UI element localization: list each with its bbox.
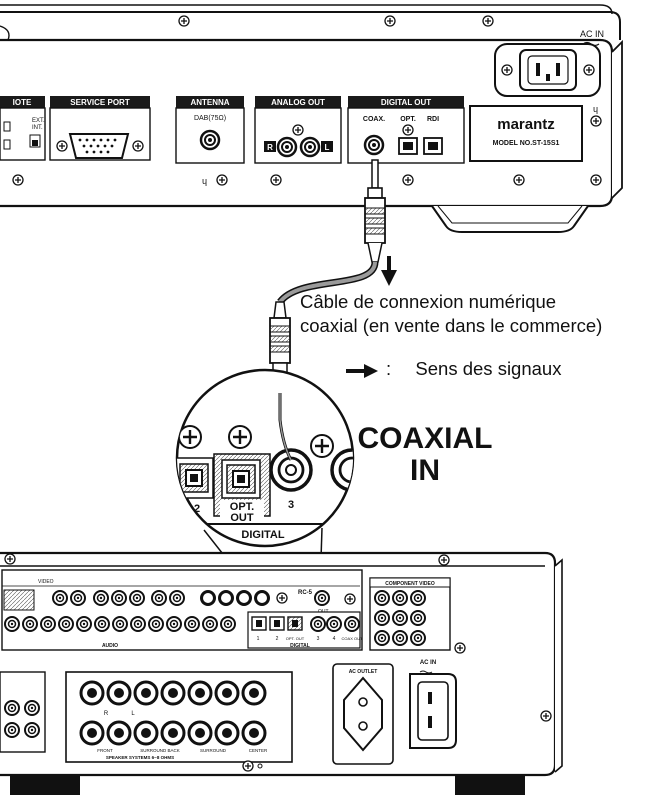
ground-icon: ɥ [202, 176, 207, 186]
analog-out-label: ANALOG OUT [271, 98, 325, 107]
svg-text:AUDIO: AUDIO [102, 643, 118, 649]
opt-out-label: OPT. [230, 501, 254, 513]
antenna-label: ANTENNA [190, 98, 229, 107]
screw-icon [384, 15, 396, 27]
coaxial-in-line1: COAXIAL [357, 422, 493, 455]
remote-label: IOTE [13, 98, 32, 107]
receiver-ac-in: AC IN [409, 660, 457, 749]
svg-text:CENTER: CENTER [249, 748, 268, 753]
coaxial-in-title: COAXIAL IN [350, 423, 500, 487]
cable-caption-line1: Câble de connexion numérique [300, 291, 557, 312]
service-port-label: SERVICE PORT [70, 98, 130, 107]
analog-r-jack-icon [276, 136, 298, 158]
svg-text:COMPONENT VIDEO: COMPONENT VIDEO [385, 581, 435, 587]
svg-text:FRONT: FRONT [97, 748, 113, 753]
coaxial-cable [269, 159, 386, 394]
svg-text:L: L [131, 711, 135, 717]
svg-text:SURROUND BACK: SURROUND BACK [140, 748, 180, 753]
model-badge: marantz MODEL NO.ST-15S1 ɥ [469, 104, 602, 162]
jack-3-label: 3 [288, 499, 294, 511]
ac-in-label: AC IN [580, 29, 604, 39]
svg-text:AC OUTLET: AC OUTLET [349, 669, 378, 675]
svg-text:INT.: INT. [32, 125, 43, 131]
screw-icon [178, 15, 190, 27]
jack-2-label: 2 [194, 503, 200, 515]
coaxial-in-line2: IN [410, 454, 440, 487]
signal-direction-arrow-icon [381, 256, 397, 286]
ac-inlet: AC IN [494, 29, 604, 97]
svg-text:EXT.: EXT. [32, 118, 45, 124]
svg-text:2: 2 [276, 636, 279, 642]
brand-logo: marantz [497, 116, 555, 133]
zoom-detail: 2 OPT. OUT 3 DIGITAL [175, 368, 355, 548]
coax-label: COAX. [363, 116, 385, 123]
input-jack-rows: VIDEO RC-5 OUT [1, 569, 363, 651]
cable-caption: Câble de connexion numérique coaxial (en… [300, 290, 602, 338]
antenna-jack-icon [199, 129, 221, 151]
digital-label: DIGITAL [241, 529, 284, 541]
coax-out-jack-icon [363, 134, 385, 156]
ground-icon: ɥ [593, 104, 598, 114]
legend-arrow-icon [346, 364, 378, 378]
analog-out-section: ANALOG OUT R L [254, 96, 342, 186]
svg-text:SURROUND: SURROUND [200, 748, 227, 753]
speaker-terminals: R L FRONT SURROUND BACK SURROUND CENTER … [65, 671, 293, 763]
svg-text:OPT. OUT: OPT. OUT [286, 636, 305, 641]
service-port-section: SERVICE PORT [49, 96, 151, 161]
cable-caption-line2: coaxial (en vente dans le commerce) [300, 315, 603, 336]
digital-out-section: DIGITAL OUT COAX. OPT. RDI [347, 96, 465, 186]
tuner-rear-panel: AC IN IOTE EXT. INT. SERVICE POR [0, 4, 623, 233]
svg-text:3: 3 [317, 636, 320, 642]
component-video-section: COMPONENT VIDEO [369, 577, 451, 651]
svg-text:COAX OUT: COAX OUT [342, 636, 363, 641]
svg-text:RC-5: RC-5 [298, 590, 313, 596]
tuner-foot [431, 205, 589, 233]
dab-label: DAB(75Ω) [194, 115, 226, 122]
svg-text:1: 1 [257, 636, 260, 642]
receiver-foot [455, 775, 525, 795]
receiver-foot [10, 775, 80, 795]
svg-text:4: 4 [333, 636, 336, 642]
rdi-label: RDI [427, 116, 439, 123]
model-number: MODEL NO.ST-15S1 [493, 140, 560, 147]
remote-section: IOTE EXT. INT. [0, 96, 46, 161]
svg-text:R: R [104, 711, 109, 717]
opt-label: OPT. [400, 116, 416, 123]
signal-legend: : Sens des signaux [386, 358, 561, 380]
screw-icon [482, 15, 494, 27]
signal-legend-text: Sens des signaux [415, 358, 562, 379]
svg-text:SPEAKER SYSTEMS 6~8 OHMS: SPEAKER SYSTEMS 6~8 OHMS [106, 755, 174, 760]
svg-text:DIGITAL: DIGITAL [290, 643, 310, 649]
antenna-section: ANTENNA DAB(75Ω) ɥ [175, 96, 245, 186]
receiver-rear-panel: VIDEO RC-5 OUT [0, 551, 563, 795]
receiver-coaxial-in-icon [310, 616, 326, 632]
digital-out-label: DIGITAL OUT [381, 98, 431, 107]
ac-outlet: AC OUTLET [332, 663, 394, 765]
svg-text:R: R [267, 143, 273, 152]
svg-text:AC IN: AC IN [420, 660, 436, 666]
svg-text:VIDEO: VIDEO [38, 579, 54, 585]
signal-legend-sep: : [386, 358, 392, 379]
svg-text:L: L [325, 143, 330, 152]
svg-text:OUT: OUT [230, 512, 254, 524]
analog-l-jack-icon [299, 136, 321, 158]
